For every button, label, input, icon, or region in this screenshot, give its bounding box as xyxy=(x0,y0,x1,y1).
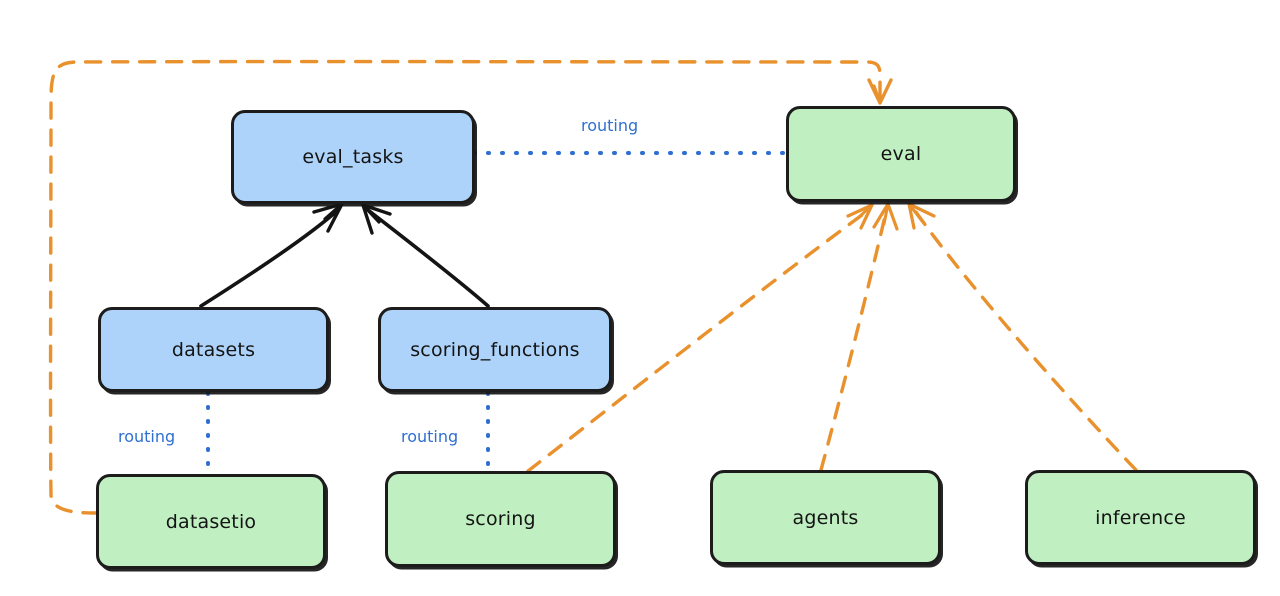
edge-agents-eval xyxy=(819,202,899,472)
node-label: inference xyxy=(1095,506,1186,529)
node-label: datasetio xyxy=(165,510,257,533)
node-datasets[interactable]: datasets xyxy=(98,307,329,392)
node-agents[interactable]: agents xyxy=(710,470,941,565)
node-label: eval_tasks xyxy=(302,146,404,168)
node-label: agents xyxy=(792,506,859,529)
node-datasetio[interactable]: datasetio xyxy=(96,474,326,569)
node-label: scoring_functions xyxy=(410,338,580,361)
node-label: datasets xyxy=(171,338,256,361)
edge-label-routing-eval-tasks-eval: routing xyxy=(578,117,642,135)
node-eval-tasks[interactable]: eval_tasks xyxy=(231,110,475,204)
node-scoring[interactable]: scoring xyxy=(385,471,616,567)
node-eval[interactable]: eval xyxy=(786,106,1016,202)
node-scoring-functions[interactable]: scoring_functions xyxy=(378,307,612,392)
node-label: eval xyxy=(880,143,922,165)
edge-inference-eval xyxy=(907,202,1138,472)
edge-label-routing-scoring-functions-scoring: routing xyxy=(398,428,462,446)
node-inference[interactable]: inference xyxy=(1025,470,1256,565)
edge-datasets-eval_tasks xyxy=(199,202,344,308)
edge-scoring_functions-eval_tasks xyxy=(361,203,490,308)
edge-datasetio-eval xyxy=(48,59,893,515)
edge-label-routing-datasets-datasetio: routing xyxy=(115,428,179,446)
node-label: scoring xyxy=(465,508,536,530)
edge-scoring-eval xyxy=(526,203,874,473)
